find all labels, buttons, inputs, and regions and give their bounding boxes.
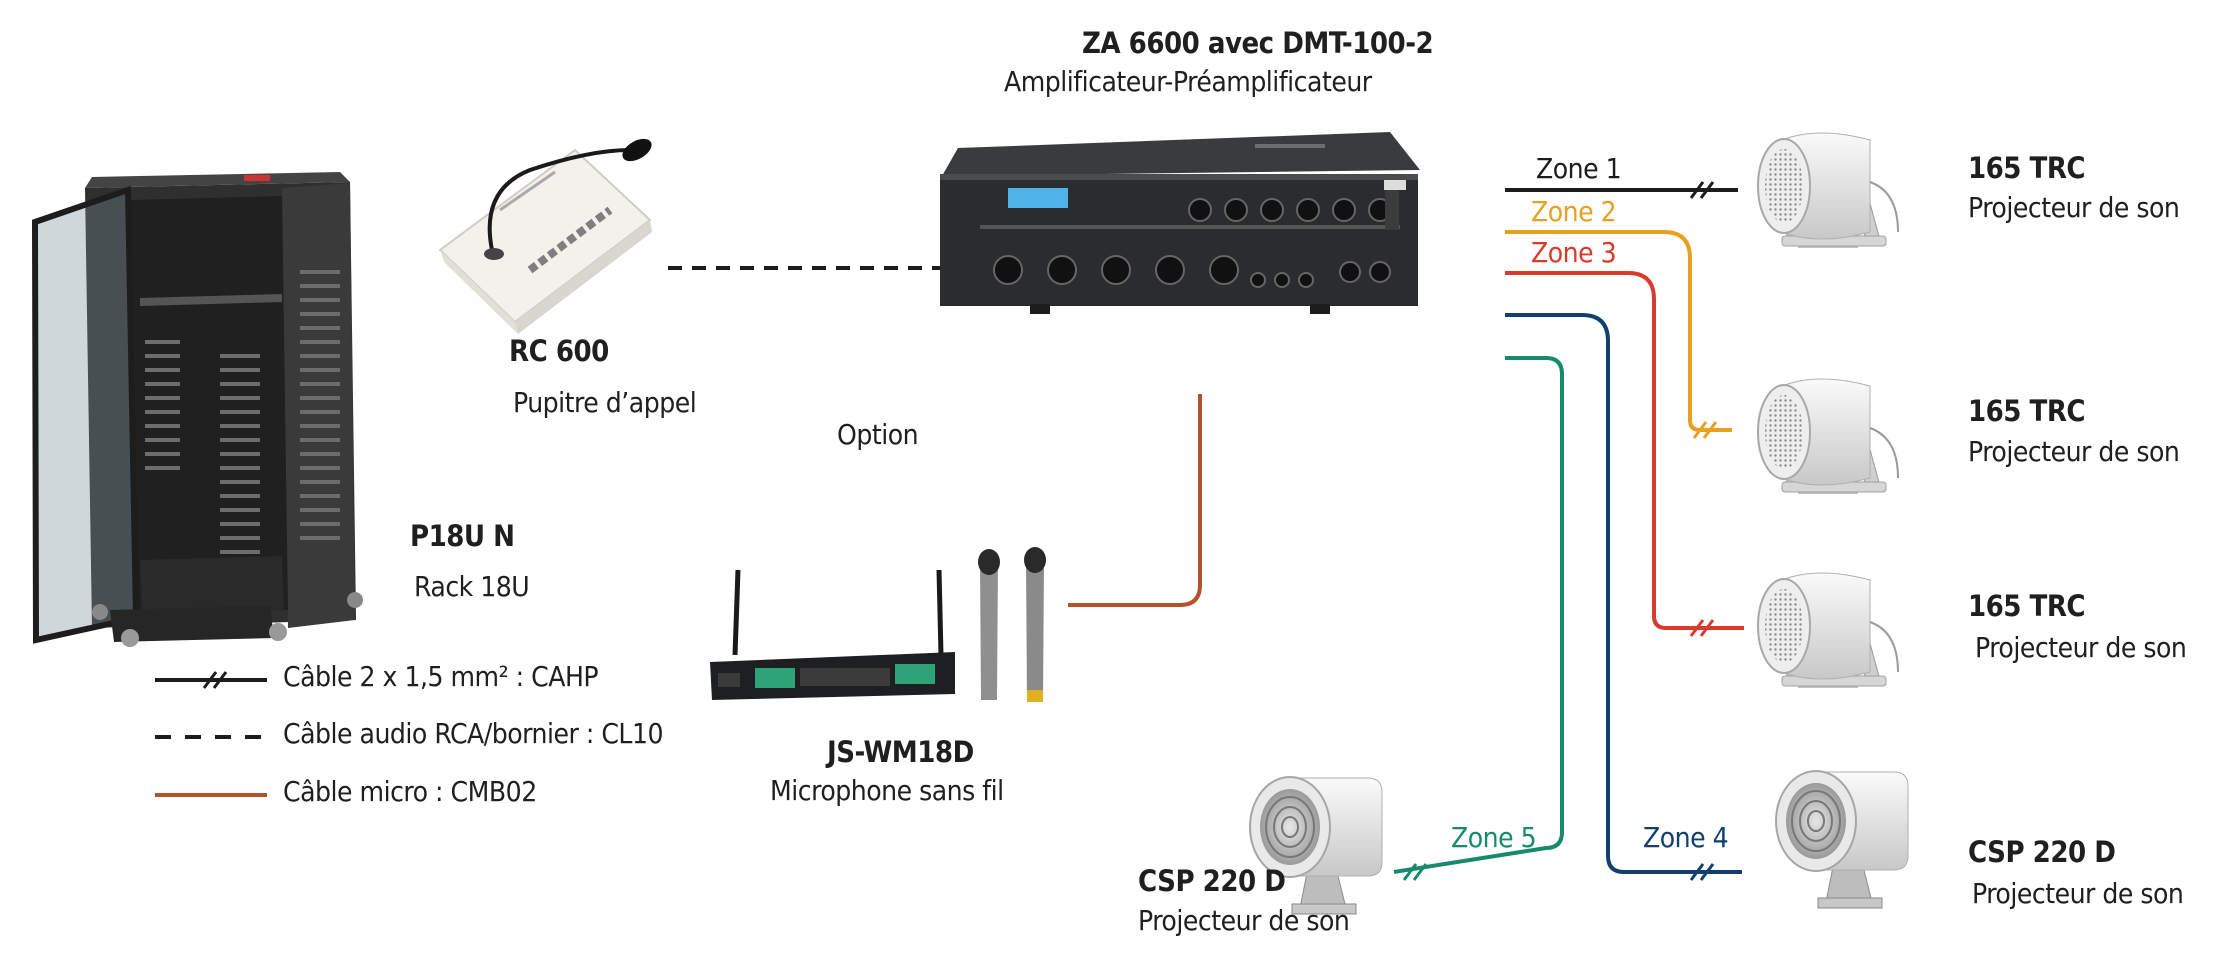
legend-cl10-label: Câble audio RCA/bornier : CL10 bbox=[283, 717, 664, 750]
call-station-image bbox=[438, 138, 652, 334]
speaker-5-name: CSP 220 D bbox=[1138, 864, 1286, 898]
call-station-name: RC 600 bbox=[509, 334, 609, 368]
option-label: Option bbox=[837, 418, 919, 451]
speaker-image-4 bbox=[1775, 770, 1909, 909]
zone-1-label: Zone 1 bbox=[1536, 152, 1622, 185]
speaker-5-desc: Projecteur de son bbox=[1138, 904, 1350, 937]
zone-4-label: Zone 4 bbox=[1643, 821, 1729, 854]
legend-cahp-label: Câble 2 x 1,5 mm² : CAHP bbox=[283, 660, 599, 693]
speaker-image-2 bbox=[1757, 378, 1899, 495]
speaker-image-1 bbox=[1757, 132, 1899, 249]
amplifier-name: ZA 6600 avec DMT-100-2 bbox=[1082, 26, 1434, 60]
zone-2-cable bbox=[1505, 230, 1732, 432]
zone-2-label: Zone 2 bbox=[1531, 195, 1617, 228]
amplifier-desc: Amplificateur-Préamplificateur bbox=[1004, 65, 1372, 98]
zone-3-label: Zone 3 bbox=[1531, 236, 1617, 269]
microphone-desc: Microphone sans fil bbox=[770, 774, 1004, 807]
speaker-1-name: 165 TRC bbox=[1968, 151, 2086, 185]
rack-name: P18U N bbox=[410, 519, 515, 553]
zone-3-cable bbox=[1505, 271, 1744, 630]
legend-cmb02-label: Câble micro : CMB02 bbox=[283, 775, 537, 808]
microphone-name: JS-WM18D bbox=[827, 735, 974, 769]
speaker-2-desc: Projecteur de son bbox=[1968, 435, 2180, 468]
zone-5-cable bbox=[1393, 356, 1564, 874]
call-station-desc: Pupitre d’appel bbox=[513, 386, 697, 419]
speaker-4-name: CSP 220 D bbox=[1968, 835, 2116, 869]
microphone-image bbox=[710, 547, 1046, 702]
amplifier-image bbox=[940, 132, 1420, 314]
speaker-3-name: 165 TRC bbox=[1968, 589, 2086, 623]
speaker-2-name: 165 TRC bbox=[1968, 394, 2086, 428]
speaker-4-desc: Projecteur de son bbox=[1972, 877, 2184, 910]
zone-5-label: Zone 5 bbox=[1451, 821, 1537, 854]
rack-image bbox=[31, 172, 363, 647]
speaker-image-3 bbox=[1757, 572, 1899, 689]
speaker-1-desc: Projecteur de son bbox=[1968, 191, 2180, 224]
speaker-3-desc: Projecteur de son bbox=[1975, 631, 2187, 664]
zone-4-cable bbox=[1505, 313, 1742, 874]
rack-desc: Rack 18U bbox=[414, 570, 530, 603]
mic-cable bbox=[1068, 394, 1202, 607]
